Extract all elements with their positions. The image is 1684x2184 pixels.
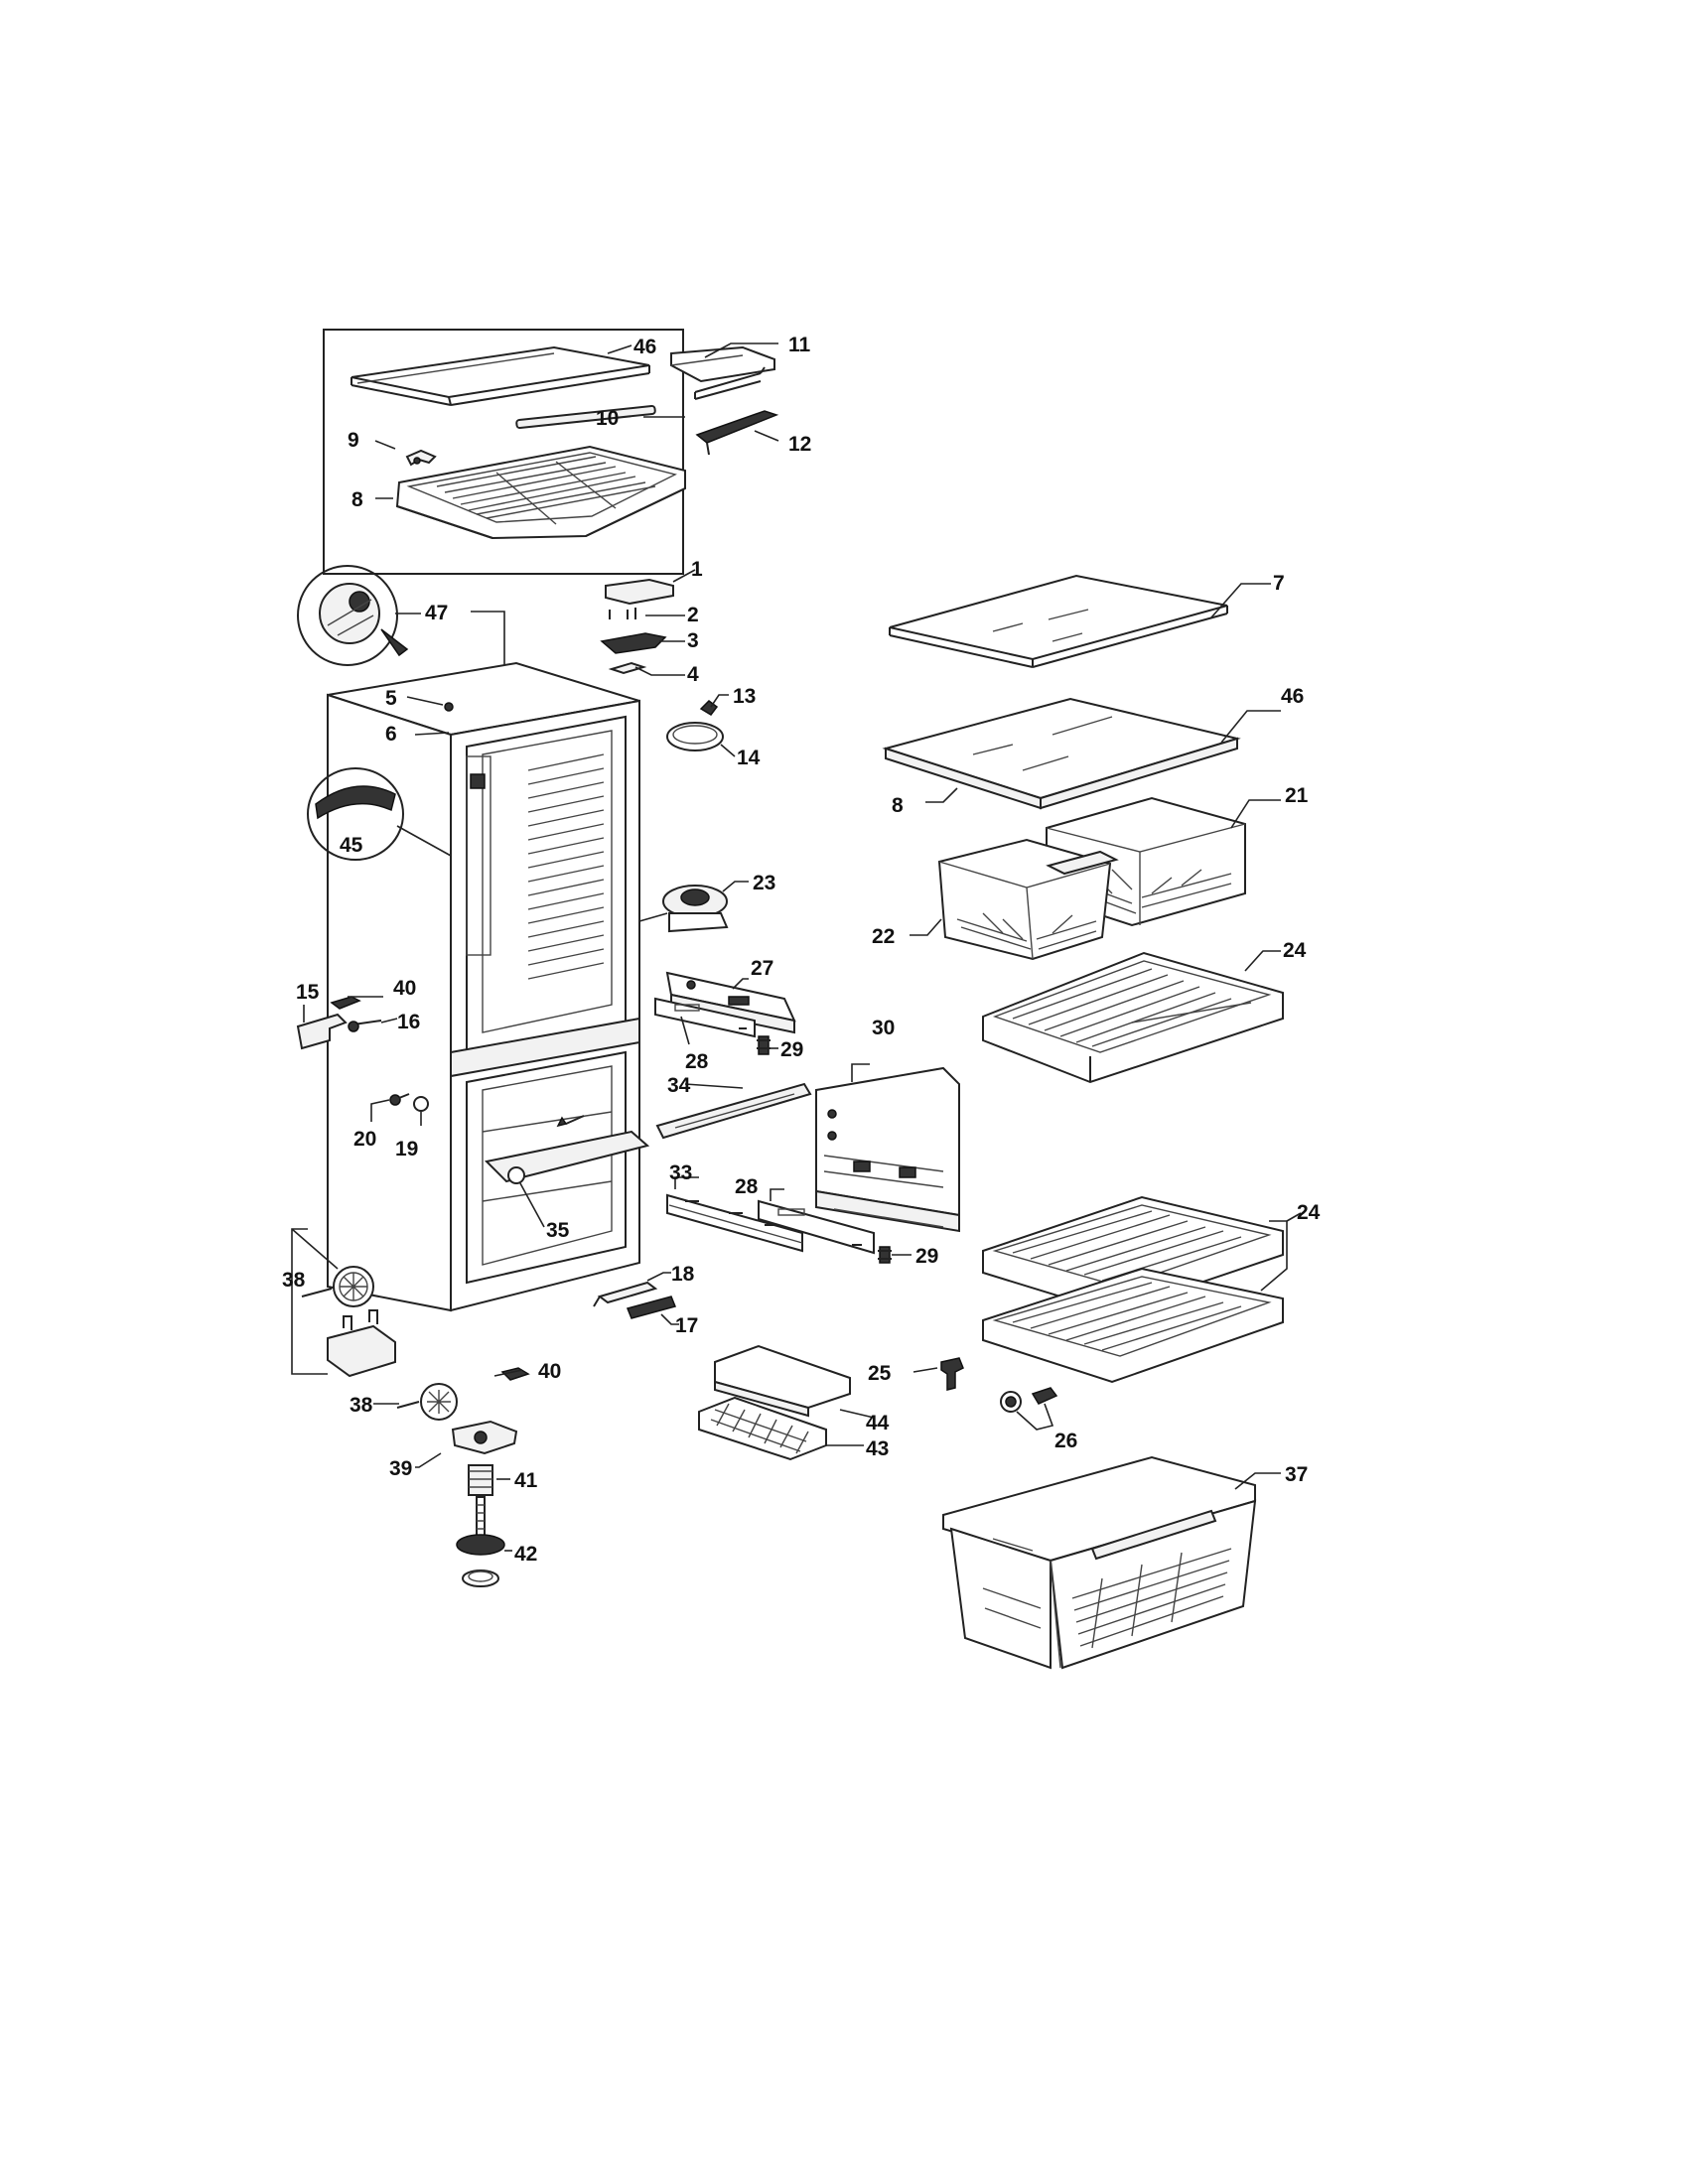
callout-40-lower: 40 [538, 1360, 561, 1383]
part-screws-2 [609, 608, 636, 619]
part-glass-shelf-inset [351, 345, 650, 406]
inset-freezer-shelf-assembly: 46 10 11 12 9 8 [323, 329, 811, 575]
callout-8: 8 [892, 794, 904, 817]
part-roller-26 [1000, 1387, 1058, 1413]
callout-38-upper: 38 [282, 1269, 306, 1292]
callout-40-upper: 40 [393, 977, 416, 1000]
callout-17: 17 [675, 1314, 698, 1337]
part-light-lens [666, 722, 724, 751]
callout-23: 23 [753, 872, 775, 894]
part-ice-bin-cover [714, 1344, 851, 1418]
callout-35: 35 [546, 1219, 570, 1242]
part-tray-24-upper [982, 951, 1284, 1084]
callout-3: 3 [687, 629, 699, 652]
callout-25: 25 [868, 1362, 892, 1385]
part-screw-washer [389, 1093, 429, 1112]
part-4 [608, 661, 647, 675]
part-panel-30 [815, 1066, 960, 1233]
part-tray-24-lower-a [982, 1195, 1284, 1314]
callout-8-inset: 8 [351, 488, 363, 511]
callout-37: 37 [1285, 1463, 1308, 1486]
part-light-cover [605, 578, 674, 606]
callout-34: 34 [667, 1074, 691, 1097]
callout-6: 6 [385, 723, 397, 746]
callout-28-upper: 28 [685, 1050, 709, 1073]
callout-7: 7 [1273, 572, 1285, 595]
callout-12: 12 [788, 433, 811, 456]
callout-33: 33 [669, 1161, 692, 1184]
callout-27: 27 [751, 957, 773, 980]
part-shelf-trim [515, 405, 656, 429]
callout-10: 10 [596, 407, 619, 430]
part-crisper-drawer [942, 1455, 1257, 1670]
part-fastener-29-upper [757, 1035, 771, 1055]
callout-22: 22 [872, 925, 895, 948]
callout-38-lower: 38 [350, 1394, 373, 1417]
part-roller-assembly-left [301, 1266, 396, 1378]
part-fastener-29-lower [878, 1246, 892, 1264]
cabinet-assembly: 47 [282, 565, 650, 1587]
part-glass-shelf-46 [882, 697, 1241, 810]
part-fan-motor [662, 885, 729, 933]
callout-46: 46 [1281, 685, 1304, 708]
callout-5: 5 [385, 687, 397, 710]
callout-44: 44 [866, 1412, 890, 1434]
callout-15: 15 [296, 981, 320, 1004]
callout-20: 20 [353, 1128, 376, 1151]
callout-29-upper: 29 [780, 1038, 803, 1061]
callout-1: 1 [691, 558, 703, 581]
callout-16: 16 [397, 1011, 420, 1033]
part-45-detail-circle [307, 767, 404, 861]
callout-26: 26 [1054, 1430, 1077, 1452]
part-control-housing [665, 971, 796, 1034]
callout-24-lower: 24 [1297, 1201, 1321, 1224]
part-bin-22 [937, 838, 1119, 961]
part-rail-34 [655, 1082, 812, 1140]
callout-43: 43 [866, 1437, 889, 1460]
callout-47: 47 [425, 602, 448, 624]
callout-21: 21 [1285, 784, 1309, 807]
callout-46-inset: 46 [633, 336, 656, 358]
callout-9: 9 [348, 429, 359, 452]
callout-39: 39 [389, 1457, 412, 1480]
part-cabinet-body [327, 661, 650, 1312]
middle-parts: 1 2 3 4 13 14 23 [593, 558, 1077, 1461]
part-hinge-upper [296, 996, 382, 1050]
part-shelf-rail-lower [695, 410, 779, 456]
part-freezer-tray-inset [395, 445, 686, 540]
callout-30: 30 [872, 1017, 895, 1039]
part-tray-24-lower-b [982, 1267, 1284, 1384]
part-roller-lower [396, 1367, 530, 1455]
callout-28-lower: 28 [735, 1175, 759, 1198]
part-rail-28-lower [758, 1199, 875, 1255]
part-leveling-leg [456, 1464, 505, 1587]
callout-13: 13 [733, 685, 756, 708]
part-latch-25 [940, 1357, 964, 1391]
callout-42: 42 [514, 1543, 537, 1566]
part-rail-28-upper [654, 997, 756, 1038]
part-18 [593, 1281, 658, 1307]
callout-24-upper: 24 [1283, 939, 1307, 962]
callout-11: 11 [788, 334, 811, 356]
callout-2: 2 [687, 604, 699, 626]
callout-45: 45 [340, 834, 363, 857]
part-bulb [699, 700, 719, 716]
callout-19: 19 [395, 1138, 418, 1160]
part-17 [626, 1296, 677, 1319]
part-clip-9 [405, 449, 437, 467]
callout-4: 4 [687, 663, 699, 686]
part-shelf-bracket-upper [670, 345, 775, 400]
callout-18: 18 [671, 1263, 695, 1286]
callout-14: 14 [737, 747, 761, 769]
callout-41: 41 [514, 1469, 538, 1492]
right-parts: 7 46 8 21 [872, 572, 1321, 1670]
callout-29-lower: 29 [915, 1245, 938, 1268]
part-glass-shelf-7 [889, 574, 1228, 668]
part-47-detail-circle [297, 565, 409, 666]
part-light-bracket [600, 632, 667, 654]
